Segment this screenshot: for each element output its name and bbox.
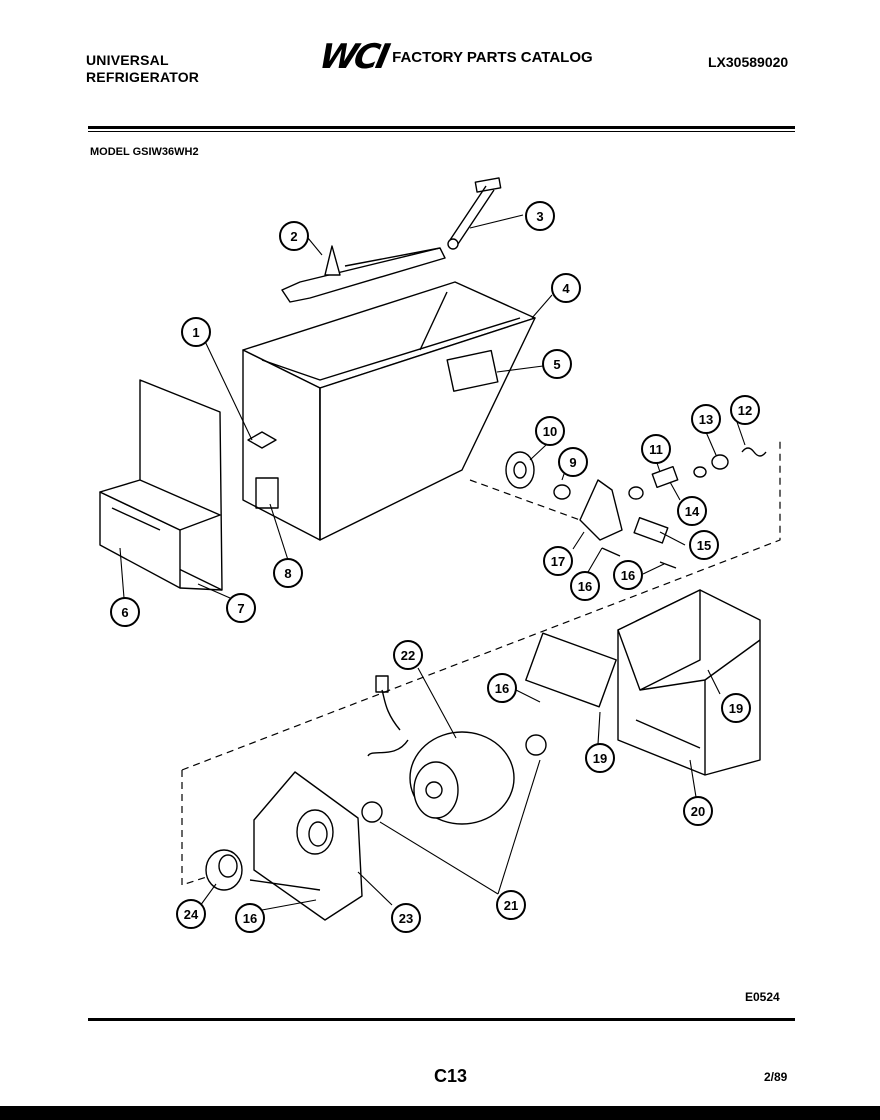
brand-block: UNIVERSAL REFRIGERATOR: [86, 52, 199, 86]
drawing-code: E0524: [745, 990, 780, 1004]
callout-19-b: 19: [729, 701, 743, 716]
door-panel-drawing: [99, 379, 223, 591]
knob-drawing: [205, 849, 243, 891]
callout-16-b: 16: [621, 568, 635, 583]
callout-16-d: 16: [243, 911, 257, 926]
rod-drawing: [447, 177, 502, 250]
callout-10: 10: [543, 424, 557, 439]
callout-23: 23: [399, 911, 413, 926]
callout-16-c: 16: [495, 681, 509, 696]
model-label: MODEL GSIW36WH2: [90, 146, 199, 158]
callout-13: 13: [699, 412, 713, 427]
gear-and-bushing-drawing: [505, 447, 767, 569]
ice-bucket-drawing: [242, 281, 536, 541]
mounting-plate-drawing: [249, 771, 363, 921]
footer-rule: [88, 1018, 795, 1021]
page-number: C13: [434, 1066, 468, 1086]
callout-6: 6: [121, 605, 128, 620]
callout-22: 22: [401, 648, 415, 663]
header-rule-top: [88, 126, 795, 129]
callout-16-a: 16: [578, 579, 592, 594]
catalog-title: FACTORY PARTS CATALOG: [392, 48, 593, 66]
motor-drawing: [361, 675, 547, 825]
callout-circles: [110, 201, 760, 933]
callout-20: 20: [691, 804, 705, 819]
header-rule-thin: [88, 131, 795, 132]
callout-17: 17: [551, 554, 565, 569]
callout-15: 15: [697, 538, 711, 553]
callout-24: 24: [184, 907, 199, 922]
auger-bar-drawing: [281, 245, 446, 303]
callout-2: 2: [290, 229, 297, 244]
callout-7: 7: [237, 601, 244, 616]
revision-date: 2/89: [764, 1070, 788, 1084]
scan-edge-bar: [0, 1106, 880, 1120]
callout-1: 1: [192, 325, 199, 340]
callout-9: 9: [569, 455, 576, 470]
callout-8: 8: [284, 566, 291, 581]
callout-3: 3: [536, 209, 543, 224]
catalog-id: LX30589020: [708, 54, 789, 70]
callout-14: 14: [685, 504, 700, 519]
brand-line-1: UNIVERSAL: [86, 52, 169, 68]
callout-21: 21: [504, 898, 518, 913]
callout-11: 11: [649, 442, 663, 457]
callout-5: 5: [553, 357, 560, 372]
motor-housing-drawing: [525, 589, 761, 776]
callout-12: 12: [738, 403, 752, 418]
catalog-heading: WCI FACTORY PARTS CATALOG: [316, 37, 593, 77]
brand-line-2: REFRIGERATOR: [86, 69, 200, 85]
leader-lines: [119, 214, 746, 911]
callout-4: 4: [562, 281, 570, 296]
callout-19-a: 19: [593, 751, 607, 766]
